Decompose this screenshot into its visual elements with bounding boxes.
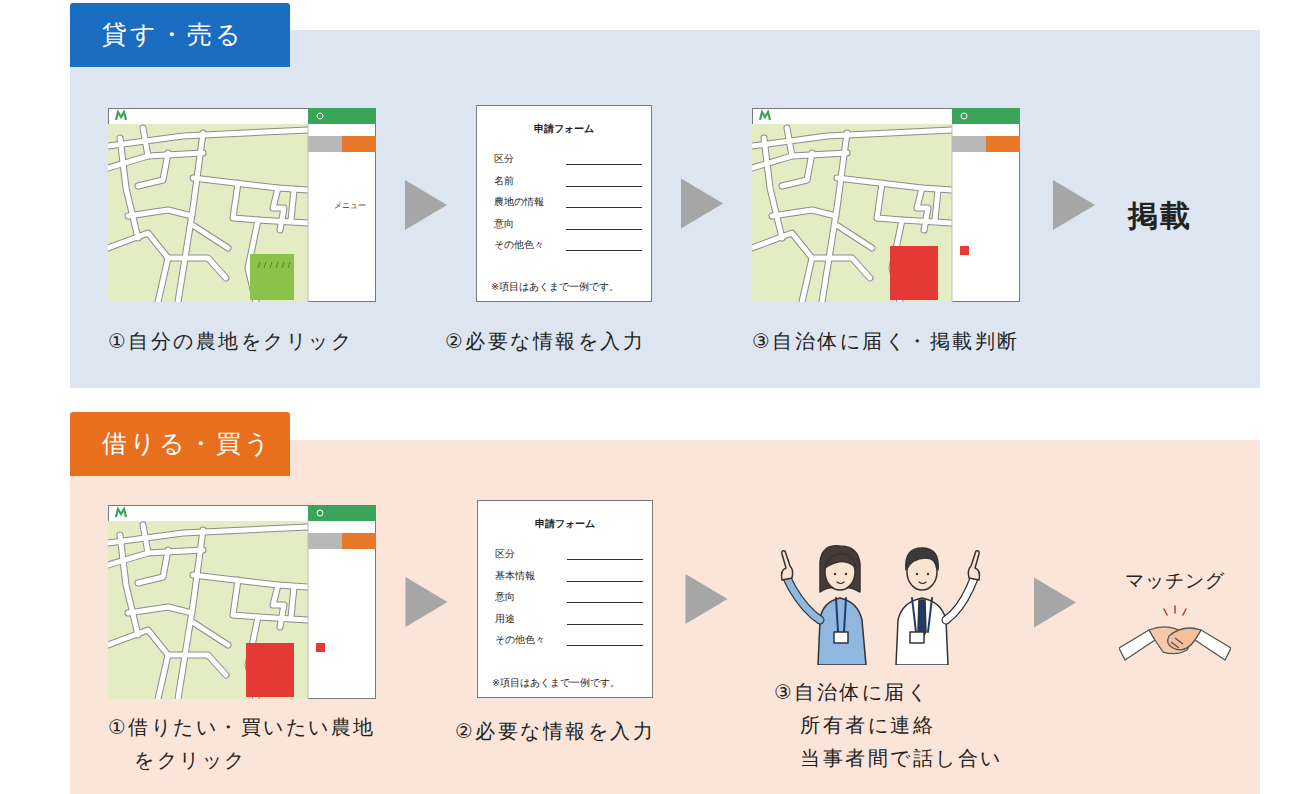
step-node: ①借りたい・買いたい農地 をクリック [108, 505, 376, 699]
form-note: ※項目はあくまで一例です。 [491, 281, 619, 294]
step-caption: ③自治体に届く・掲載判断 [752, 328, 1020, 354]
form-title: 申請フォーム [477, 122, 651, 136]
form-field: その他色々 [494, 239, 544, 251]
form-title: 申請フォーム [478, 517, 652, 531]
form-field: 区分 [495, 548, 515, 560]
band-tab: 借りる・買う [70, 412, 290, 476]
result-label: 掲載 [1128, 196, 1192, 237]
form-blank [567, 645, 643, 646]
band-ground [70, 440, 1260, 794]
application-form: 申請フォーム区分名前農地の情報意向その他色々 ※項目はあくまで一例です。 [476, 105, 652, 302]
flow-arrow [1022, 180, 1126, 230]
staff-picture [760, 540, 1000, 665]
step-caption: ②必要な情報を入力 [445, 328, 645, 354]
map-screenshot [108, 505, 376, 699]
map-screenshot [752, 108, 1020, 302]
form-blank [567, 581, 643, 582]
form-blank [566, 250, 642, 251]
form-field: 区分 [494, 153, 514, 165]
form-blank [567, 559, 643, 560]
step-caption: ②必要な情報を入力 [455, 718, 655, 744]
band-ground [70, 30, 1260, 388]
staff-illustration [760, 540, 1000, 665]
step-node: 申請フォーム区分基本情報意向用途その他色々※項目はあくまで一例です。②必要な情報… [477, 500, 653, 698]
flow-arrow [655, 574, 758, 624]
step-node: 申請フォーム区分名前農地の情報意向その他色々※項目はあくまで一例です。②必要な情… [476, 105, 652, 302]
form-blank [567, 602, 643, 603]
step-caption: ①借りたい・買いたい農地 をクリック [108, 711, 464, 777]
step-caption: ③自治体に届く 所有者に連絡 当事者間で話し合い [774, 676, 1060, 775]
form-blank [566, 207, 642, 208]
handshake-icon [1119, 604, 1231, 668]
step-node: メニュー①自分の農地をクリック [108, 108, 376, 302]
form-blank [566, 164, 642, 165]
form-field: その他色々 [495, 634, 545, 646]
flow-arrow [1002, 578, 1108, 628]
band-tab: 貸す・売る [70, 3, 290, 67]
form-blank [566, 229, 642, 230]
step-node: 掲載 [1128, 196, 1192, 237]
flow-arrow [378, 180, 474, 230]
form-field: 名前 [494, 175, 514, 187]
map-screenshot [752, 108, 1020, 302]
step-caption: ①自分の農地をクリック [108, 328, 353, 354]
form-blank [567, 624, 643, 625]
form-field: 意向 [494, 218, 514, 230]
application-form: 申請フォーム区分基本情報意向用途その他色々 ※項目はあくまで一例です。 [477, 500, 653, 698]
map-screenshot: メニュー [108, 108, 376, 302]
flow-arrow [378, 577, 475, 627]
form-field: 用途 [495, 613, 515, 625]
form-field: 意向 [495, 591, 515, 603]
step-node: マッチング [1110, 568, 1240, 668]
form-field: 基本情報 [495, 570, 535, 582]
map-screenshot [108, 505, 376, 699]
step-node: ③自治体に届く・掲載判断 [752, 108, 1020, 302]
menu-label: メニュー [334, 201, 366, 211]
flow-arrow [654, 179, 750, 229]
result-label: マッチング [1110, 568, 1240, 594]
step-node: ③自治体に届く 所有者に連絡 当事者間で話し合い [760, 540, 1000, 665]
flow-band: 借りる・買う ①借りたい・買いたい農地 をクリック申請フォーム区分基本情報意向用… [70, 440, 1260, 794]
form-field: 農地の情報 [494, 196, 544, 208]
flow-band: 貸す・売る メニュー①自分の農地をクリック申請フォーム区分名前農地の情報意向その… [70, 30, 1260, 388]
form-blank [566, 186, 642, 187]
form-note: ※項目はあくまで一例です。 [492, 677, 620, 690]
